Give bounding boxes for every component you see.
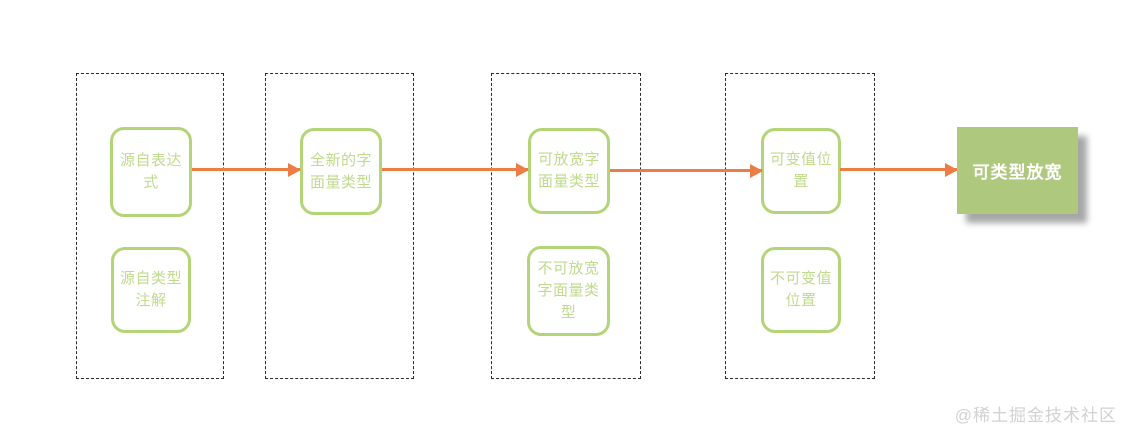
stage-group-fresh bbox=[265, 73, 414, 379]
flow-arrow-2 bbox=[382, 168, 528, 171]
stage-group-position bbox=[725, 73, 875, 379]
stage-group-widenable bbox=[491, 73, 641, 379]
node-source-type-annotation: 源自类型注解 bbox=[111, 247, 191, 333]
node-immutable-value-position: 不可变值位置 bbox=[761, 247, 841, 333]
flow-arrow-4 bbox=[840, 168, 957, 171]
node-mutable-value-position: 可变值位置 bbox=[761, 128, 841, 214]
stage-group-source bbox=[76, 73, 224, 379]
node-non-widenable-literal-type: 不可放宽字面量类型 bbox=[527, 246, 610, 336]
node-type-widening-result: 可类型放宽 bbox=[957, 127, 1078, 214]
node-fresh-literal-type: 全新的字面量类型 bbox=[300, 128, 382, 215]
watermark: @稀土掘金技术社区 bbox=[954, 406, 1117, 425]
node-source-expression: 源自表达式 bbox=[110, 127, 192, 217]
node-widenable-literal-type: 可放宽字面量类型 bbox=[528, 128, 610, 214]
flow-arrow-1 bbox=[192, 168, 300, 171]
flow-arrow-3 bbox=[610, 169, 762, 172]
